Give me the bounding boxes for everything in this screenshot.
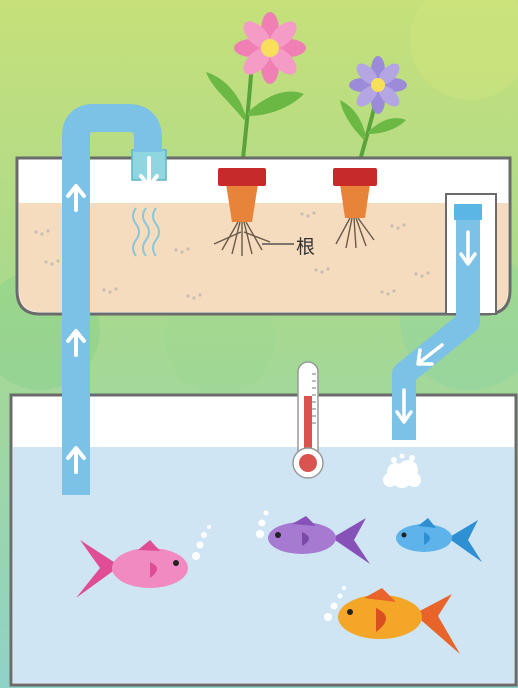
root-label: 根 [296,232,315,259]
thermometer-icon [293,362,323,478]
